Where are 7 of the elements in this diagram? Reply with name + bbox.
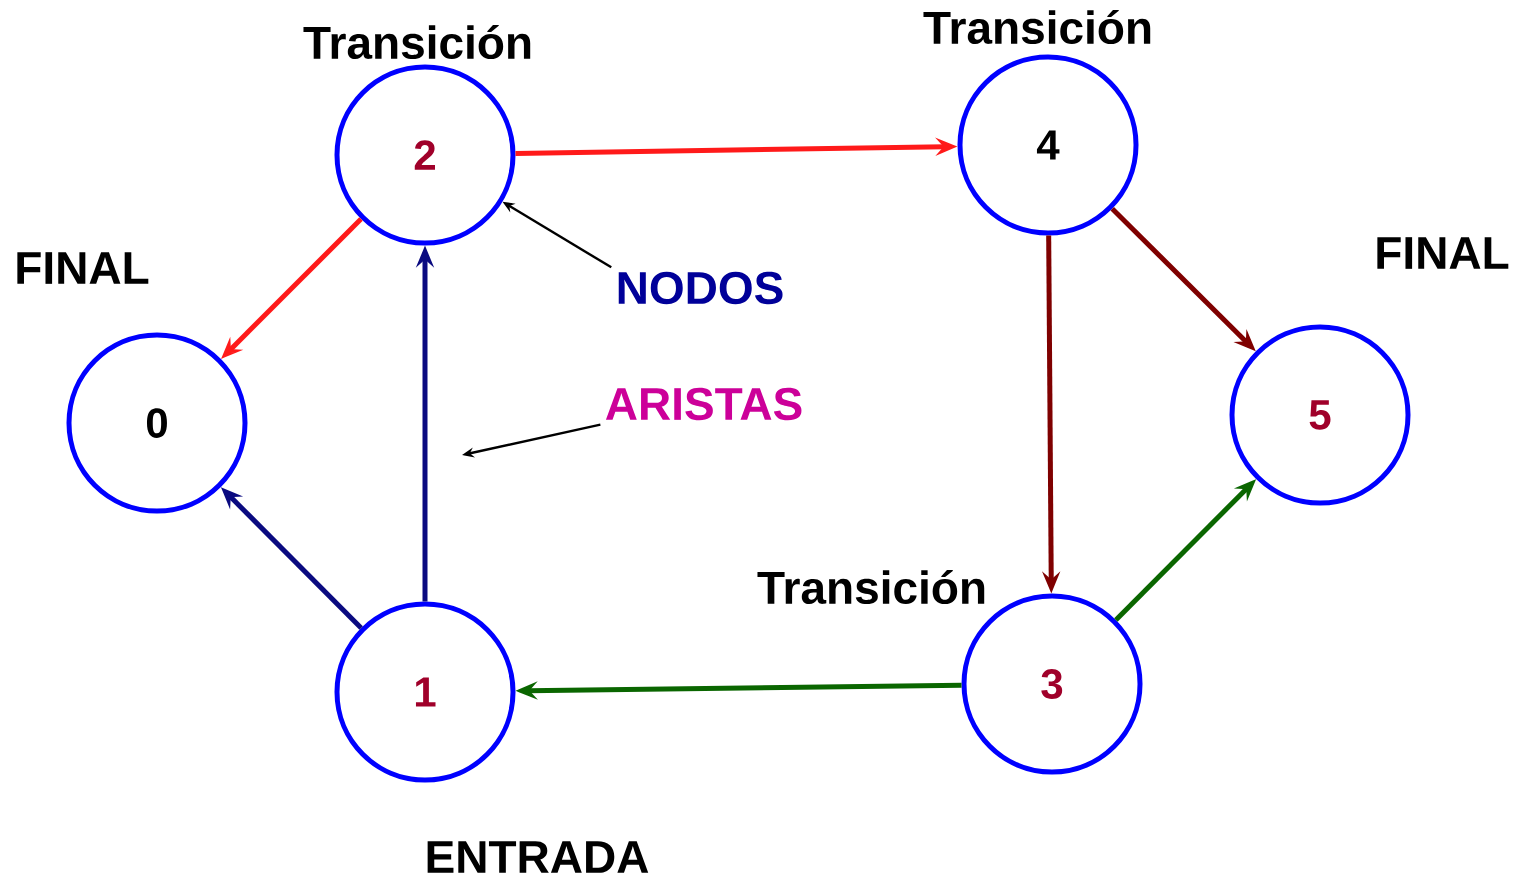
state-label: ENTRADA bbox=[427, 841, 649, 873]
callout-text: NODOS bbox=[618, 271, 783, 305]
state-label: Transición bbox=[303, 24, 531, 60]
callout-text: ARISTAS bbox=[605, 387, 802, 421]
state-label: FINAL bbox=[17, 252, 149, 284]
state-label: FINAL bbox=[1377, 237, 1509, 269]
state-label: Transición bbox=[923, 9, 1151, 45]
